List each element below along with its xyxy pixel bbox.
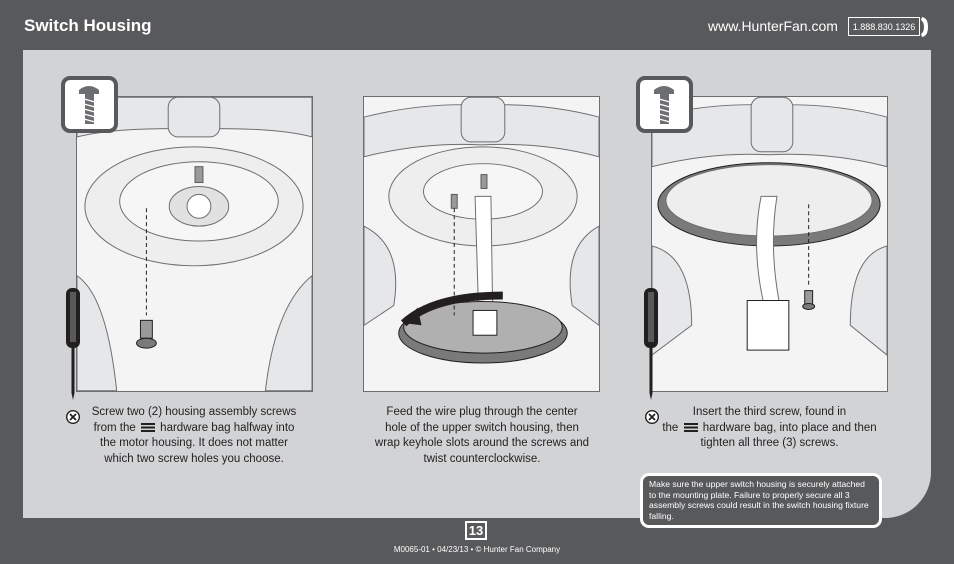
phone-handset-icon: [920, 16, 929, 38]
screwdriver-icon: [641, 288, 661, 400]
warning-box: Make sure the upper switch housing is se…: [640, 473, 882, 528]
website-link[interactable]: www.HunterFan.com: [708, 18, 838, 34]
screw-icon: [636, 76, 693, 133]
header-title: Switch Housing: [24, 16, 152, 35]
step-1-instructions: Screw two (2) housing assembly screws fr…: [91, 406, 297, 465]
illustration-step-1: [76, 96, 313, 392]
page-number: 13: [465, 521, 487, 540]
hardware-bag-icon: [140, 422, 155, 432]
hardware-bag-icon: [683, 422, 698, 432]
illustration-step-2: [363, 96, 600, 392]
x-mark-icon: [645, 410, 659, 424]
footer-doc-info: M0065-01 • 04/23/13 • © Hunter Fan Compa…: [393, 545, 561, 554]
step-3-instructions: Insert the third screw, found in the har…: [662, 406, 877, 449]
illustration-step-3: [651, 96, 888, 392]
screwdriver-icon: [63, 288, 83, 400]
step-2-instructions: Feed the wire plug through the center ho…: [374, 406, 590, 465]
screw-icon: [61, 76, 118, 133]
x-mark-icon: [66, 410, 80, 424]
phone-number: 1.888.830.1326: [848, 17, 920, 36]
